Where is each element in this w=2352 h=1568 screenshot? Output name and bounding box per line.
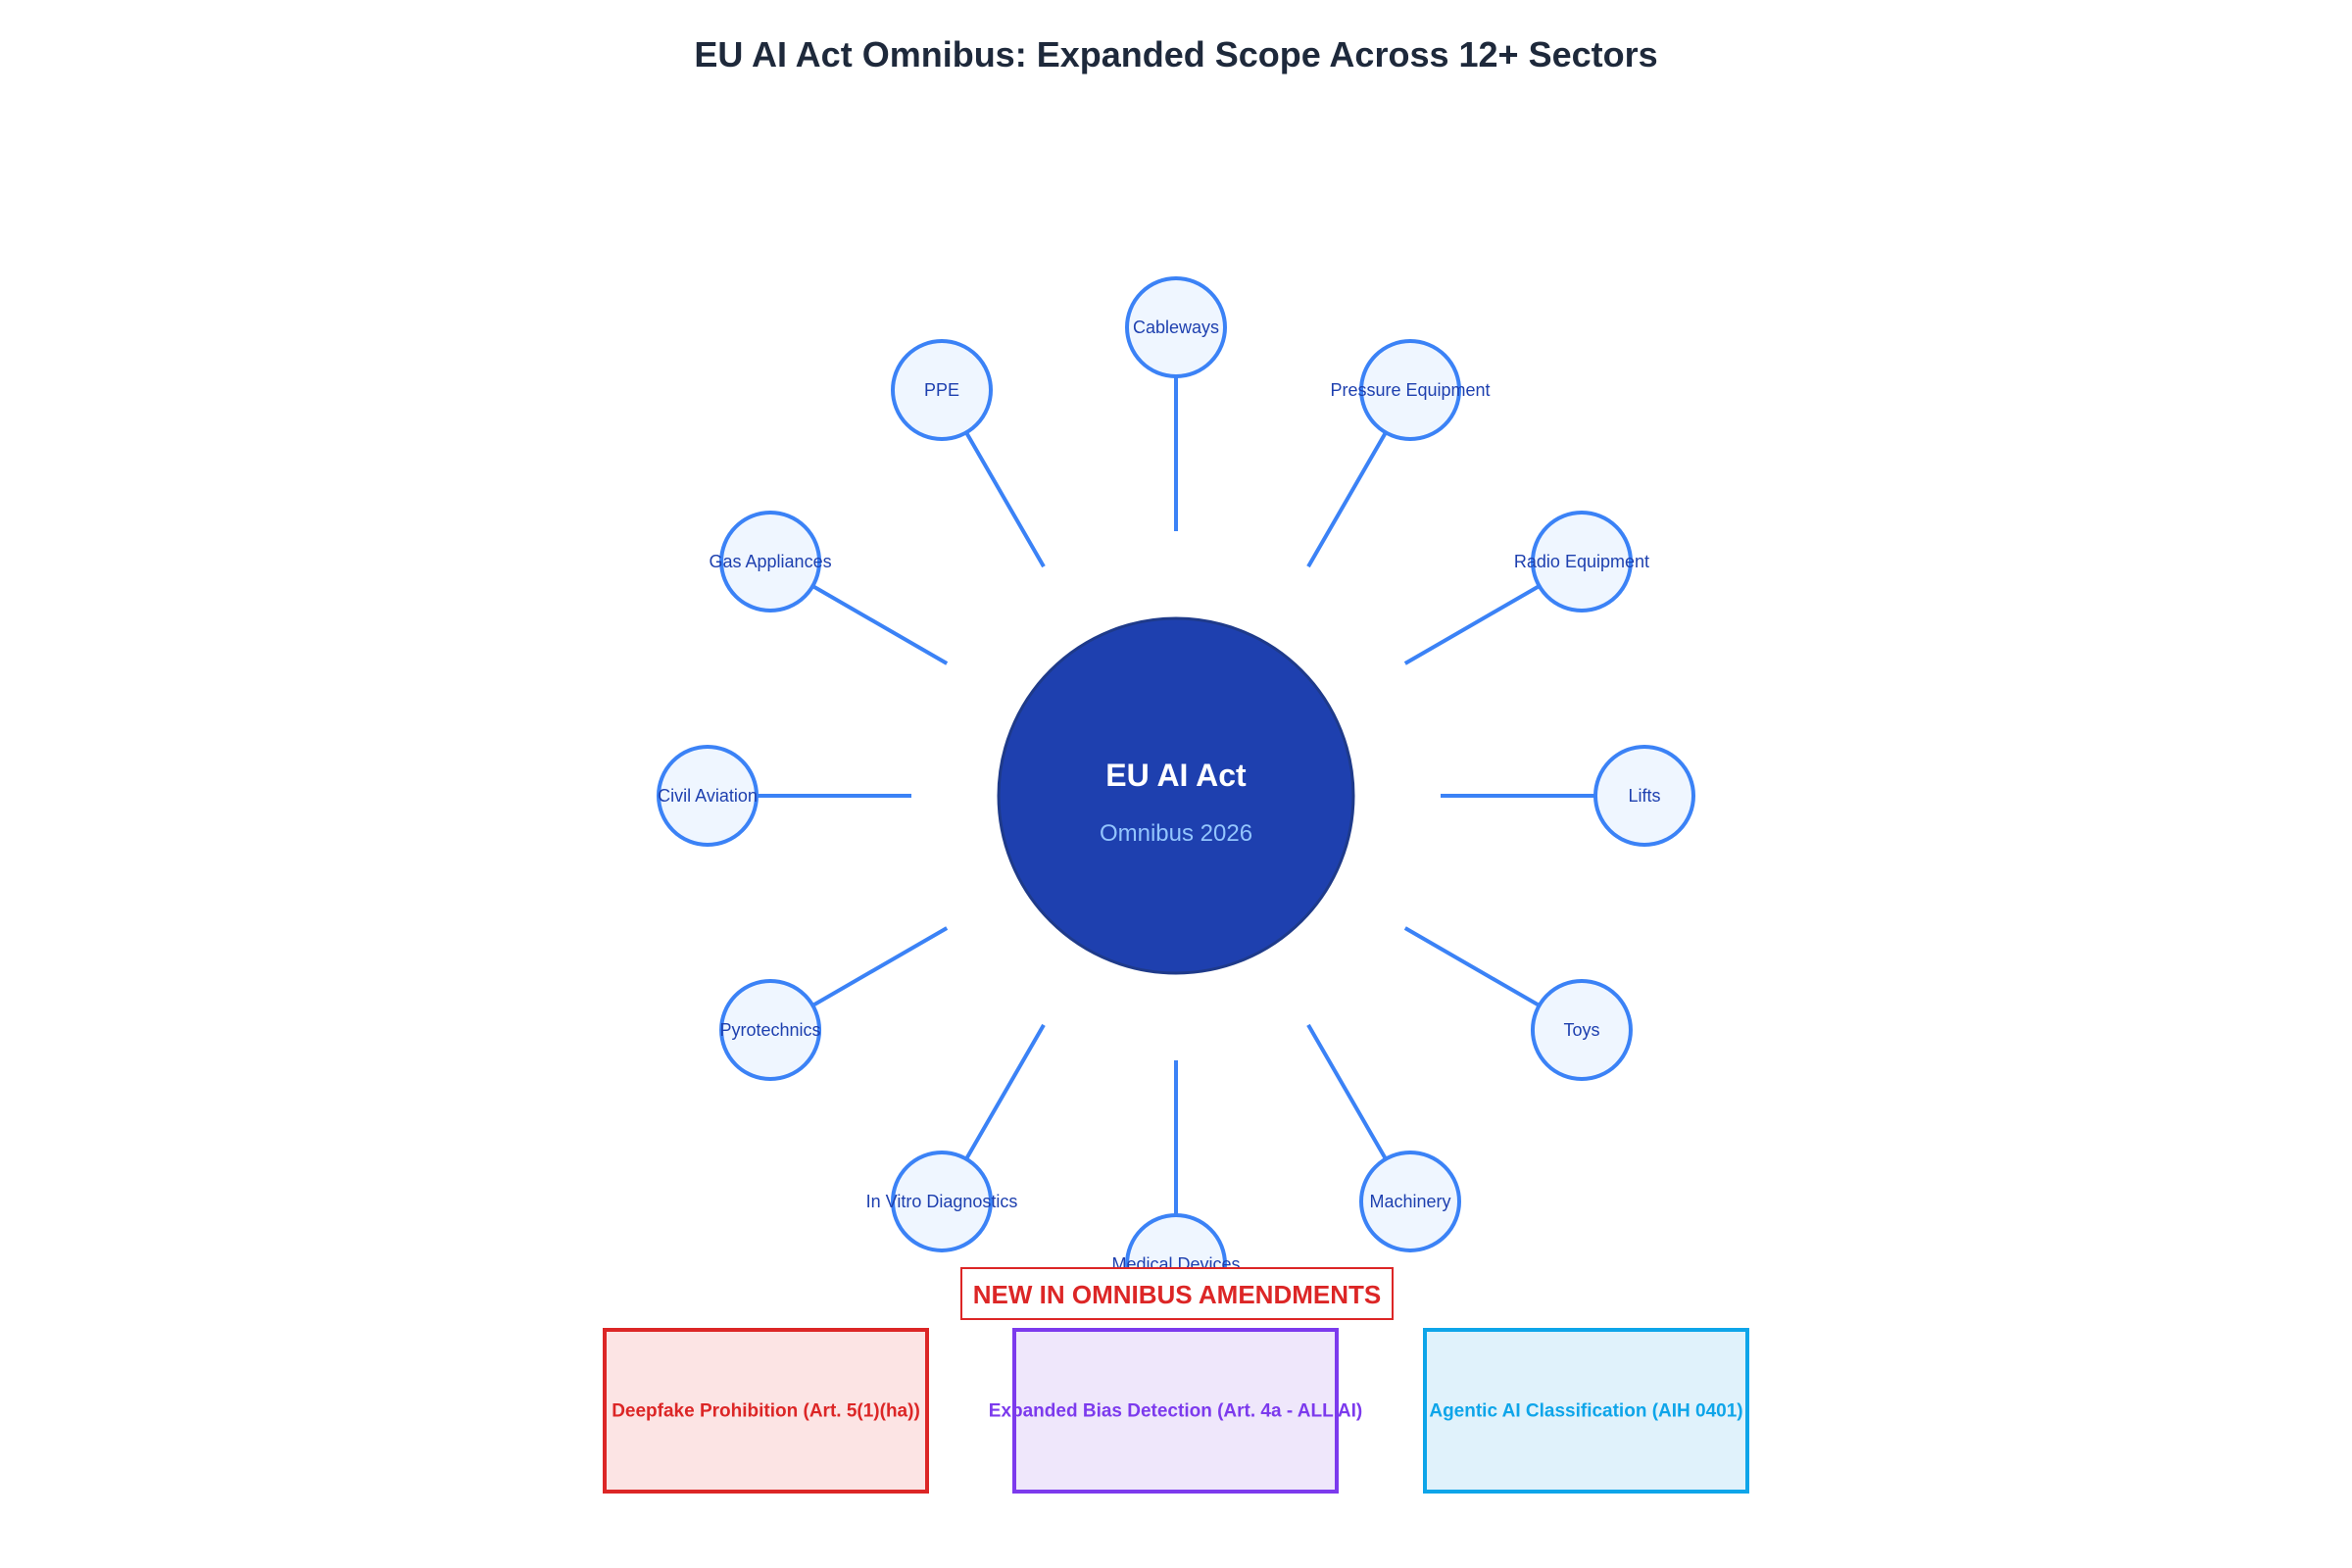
banner-frame: [960, 1267, 1394, 1320]
amendment-box-frame: [1423, 1328, 1749, 1494]
sector-circle: [1530, 979, 1633, 1081]
amendments-banner: NEW IN OMNIBUS AMENDMENTS: [960, 1267, 1394, 1320]
sector-circle: [891, 339, 993, 442]
sector-label: Radio Equipment: [1514, 552, 1649, 571]
sector-circle: [1125, 276, 1227, 378]
sector-node-pressure-equipment: Pressure Equipment: [1330, 339, 1491, 442]
sector-label: Lifts: [1628, 786, 1660, 806]
sector-label: In Vitro Diagnostics: [866, 1192, 1018, 1211]
sector-node-lifts: Lifts: [1593, 745, 1695, 847]
sector-label: Pyrotechnics: [720, 1020, 821, 1040]
amendment-label: Expanded Bias Detection (Art. 4a - ALL A…: [989, 1401, 1362, 1422]
amendment-box-expanded-bias-detection-art-4a-all-ai: Expanded Bias Detection (Art. 4a - ALL A…: [989, 1328, 1362, 1494]
hub-subtitle: Omnibus 2026: [1100, 820, 1252, 847]
sector-label: PPE: [924, 380, 959, 400]
hub-node: EU AI Act Omnibus 2026: [997, 616, 1355, 975]
amendment-box-agentic-ai-classification-aih-0401: Agentic AI Classification (AIH 0401): [1423, 1328, 1749, 1494]
sector-label: Toys: [1563, 1020, 1599, 1040]
sector-circle: [891, 1150, 993, 1252]
sector-node-toys: Toys: [1530, 979, 1633, 1081]
sector-circle: [719, 979, 822, 1081]
sector-circle: [1530, 511, 1633, 612]
sector-label: Cableways: [1133, 318, 1219, 337]
banner-label: NEW IN OMNIBUS AMENDMENTS: [973, 1280, 1381, 1309]
sector-node-in-vitro-diagnostics: In Vitro Diagnostics: [866, 1150, 1018, 1252]
sector-circle: [1359, 339, 1461, 442]
amendment-box-frame: [1012, 1328, 1339, 1494]
sector-node-cableways: Cableways: [1125, 276, 1227, 378]
amendment-boxes: Deepfake Prohibition (Art. 5(1)(ha)) Expa…: [603, 1328, 1749, 1494]
amendment-label: Agentic AI Classification (AIH 0401): [1429, 1401, 1742, 1422]
sector-circle: [657, 745, 759, 847]
sector-label: Pressure Equipment: [1330, 380, 1490, 400]
sector-label: Machinery: [1369, 1192, 1450, 1211]
amendment-box-deepfake-prohibition-art-5-1-ha: Deepfake Prohibition (Art. 5(1)(ha)): [603, 1328, 929, 1494]
sector-node-gas-appliances: Gas Appliances: [710, 511, 832, 612]
sector-label: Gas Appliances: [710, 552, 832, 571]
amendment-label: Deepfake Prohibition (Art. 5(1)(ha)): [612, 1401, 920, 1422]
diagram-title: EU AI Act Omnibus: Expanded Scope Across…: [694, 34, 1657, 74]
hub-circle: [997, 616, 1355, 975]
sector-node-machinery: Machinery: [1359, 1150, 1461, 1252]
sector-label: Civil Aviation: [658, 786, 758, 806]
sector-node-radio-equipment: Radio Equipment: [1514, 511, 1649, 612]
sector-circle: [1593, 745, 1695, 847]
sector-circle: [1359, 1150, 1461, 1252]
sector-node-civil-aviation: Civil Aviation: [657, 745, 759, 847]
hub-title: EU AI Act: [1105, 758, 1247, 793]
sector-node-ppe: PPE: [891, 339, 993, 442]
amendment-box-frame: [603, 1328, 929, 1494]
sector-node-pyrotechnics: Pyrotechnics: [719, 979, 822, 1081]
sector-circle: [719, 511, 822, 612]
